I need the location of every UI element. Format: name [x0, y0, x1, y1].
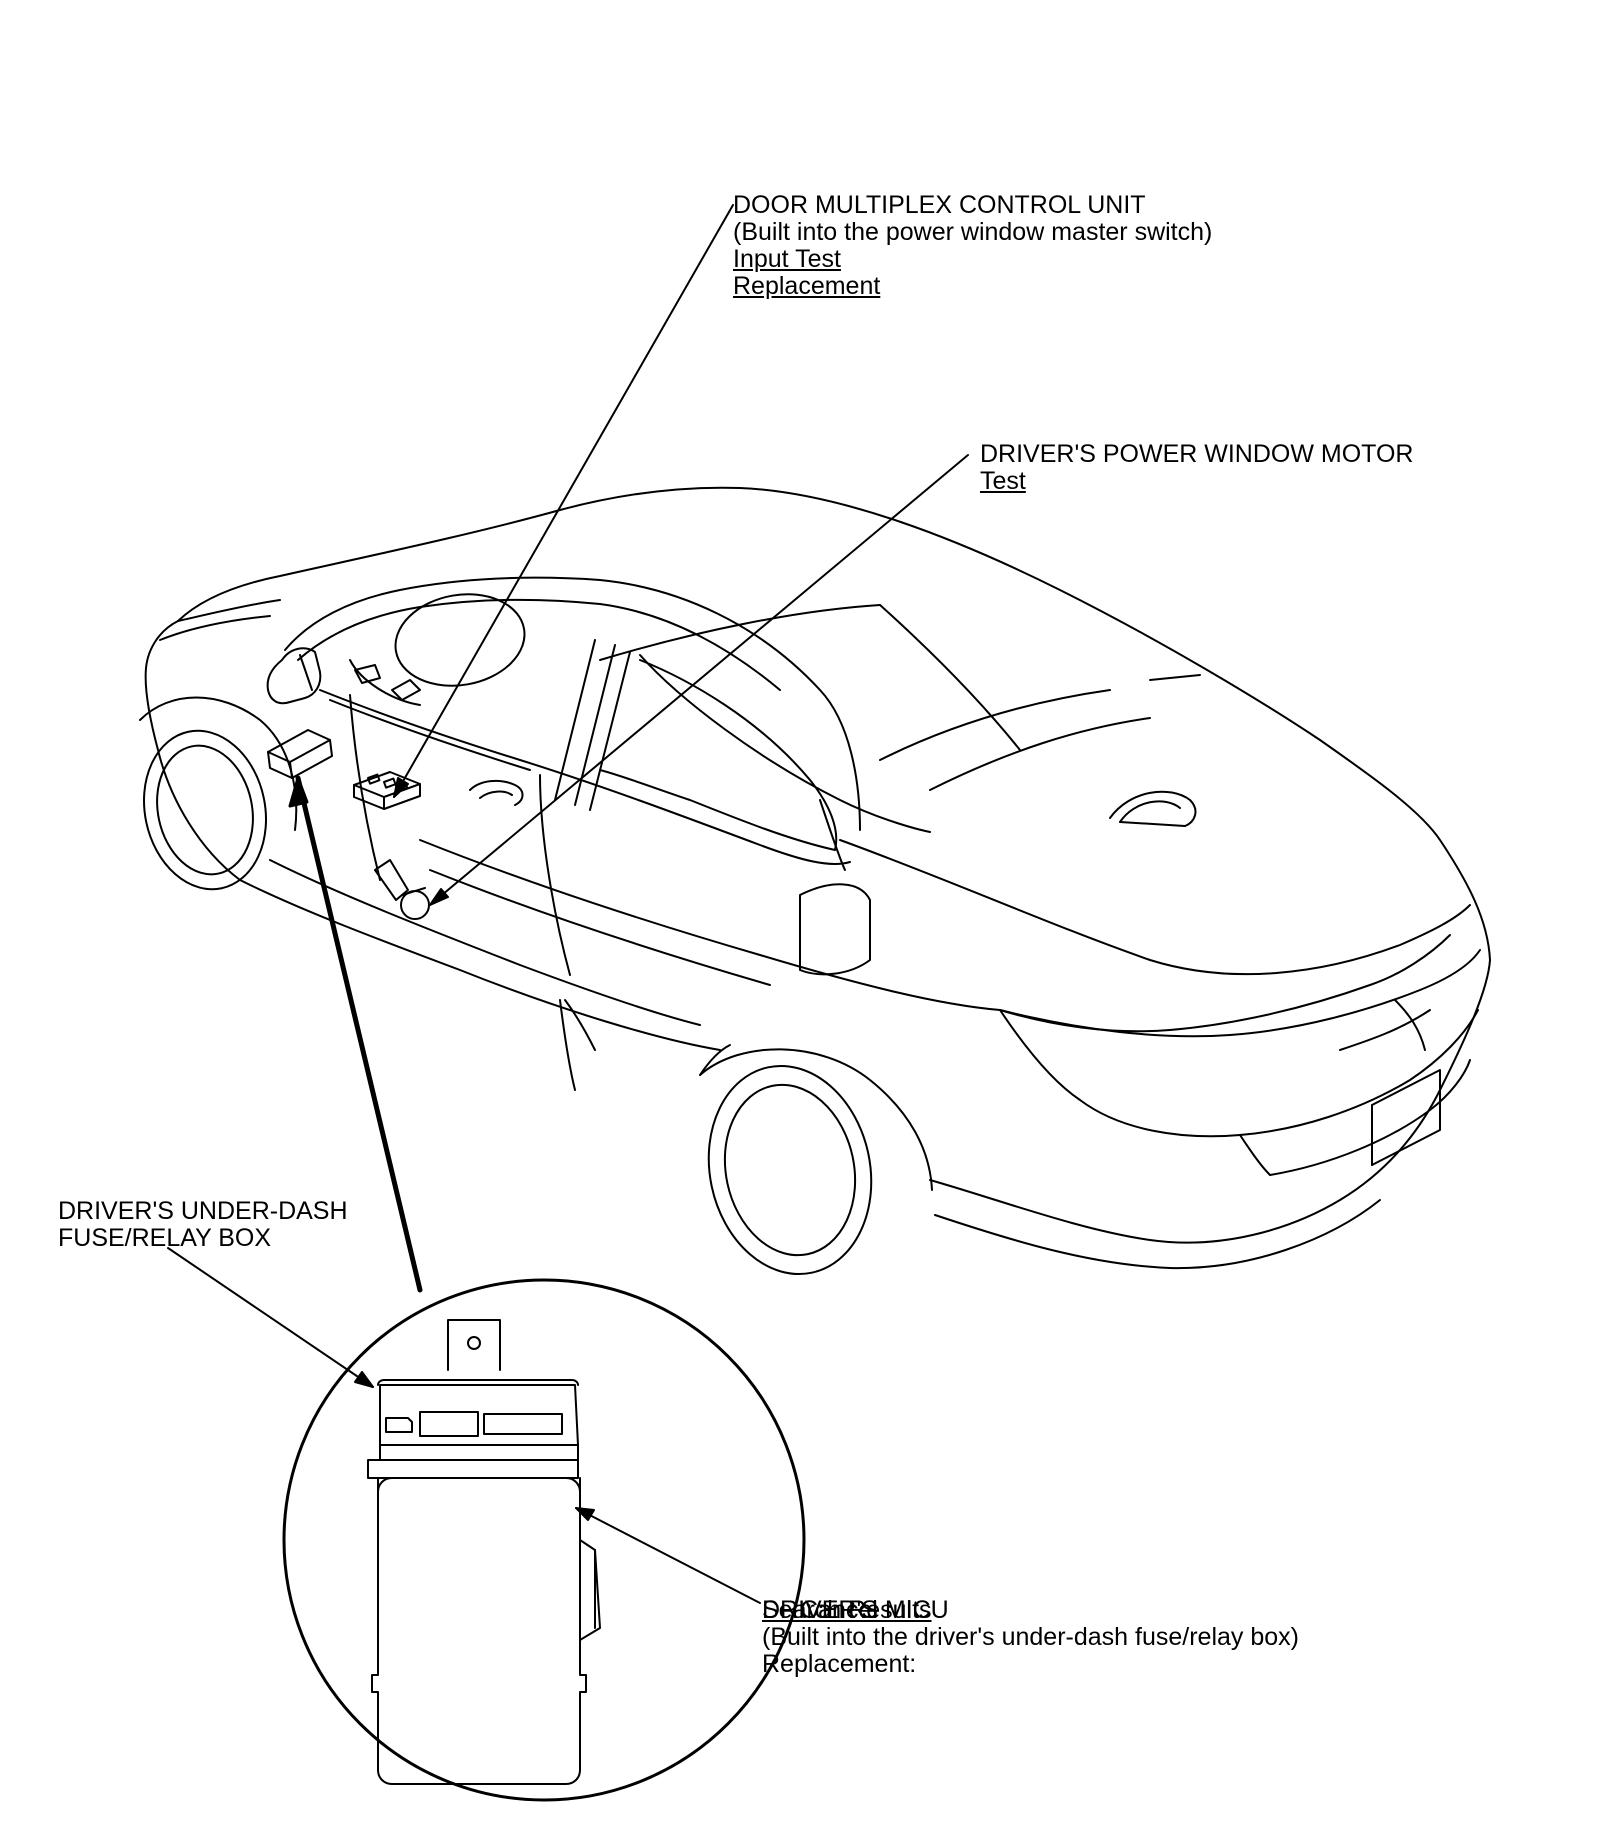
door-mcu-subtitle: (Built into the power window master swit… [733, 218, 1213, 246]
door-mcu-callout: DOOR MULTIPLEX CONTROL UNIT (Built into … [733, 192, 1212, 300]
window-motor-test-link[interactable]: Test [980, 467, 1026, 495]
door-mcu-title: DOOR MULTIPLEX CONTROL UNIT [733, 191, 1146, 219]
micu-title-overlap: DRIVER'S MICU Search Results Cancel [762, 1597, 1299, 1624]
fuse-box-line1: DRIVER'S UNDER-DASH [58, 1197, 348, 1225]
micu-cancel-link[interactable]: Cancel [800, 1596, 878, 1624]
fuse-box-line2: FUSE/RELAY BOX [58, 1224, 272, 1252]
under-dash-fuse-box-component [267, 729, 333, 779]
fuse-box-callout: DRIVER'S UNDER-DASH FUSE/RELAY BOX [58, 1198, 348, 1252]
micu-detail-inset [282, 1278, 806, 1802]
door-mcu-replacement-link[interactable]: Replacement [733, 272, 881, 300]
door-mcu-input-test-link[interactable]: Input Test [733, 245, 841, 273]
callout-leader-lines [167, 204, 969, 1604]
micu-title: DRIVER'S MICU [762, 1596, 949, 1624]
micu-replacement: Replacement: [762, 1650, 917, 1678]
window-motor-callout: DRIVER'S POWER WINDOW MOTOR Test [980, 441, 1413, 495]
window-motor-title: DRIVER'S POWER WINDOW MOTOR [980, 440, 1414, 468]
micu-callout: DRIVER'S MICU Search Results Cancel (Bui… [762, 1597, 1299, 1678]
car-illustration [139, 486, 1491, 1276]
micu-subtitle: (Built into the driver's under-dash fuse… [762, 1623, 1299, 1651]
micu-search-results-link[interactable]: Search Results [762, 1596, 932, 1624]
